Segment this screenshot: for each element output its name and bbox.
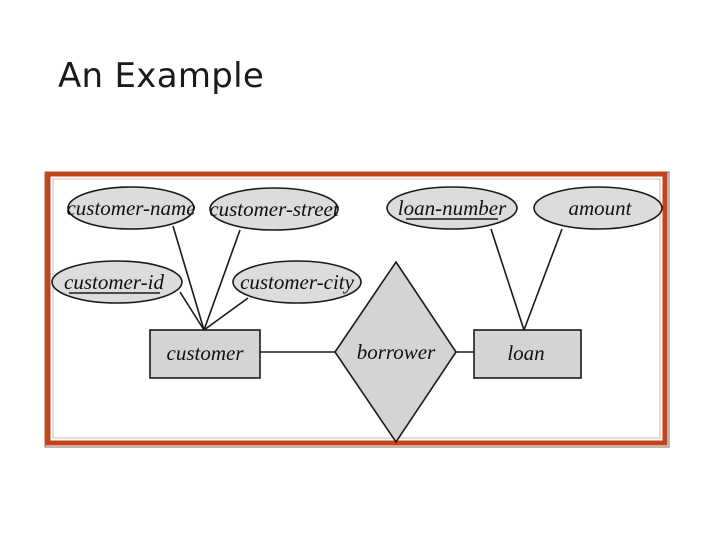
attribute-label: amount [569, 196, 633, 220]
attribute-loan-number: loan-number [386, 186, 518, 230]
attribute-customer-name: customer-name [66, 186, 196, 230]
line-amount [523, 228, 563, 331]
attribute-label: customer-name [66, 196, 195, 220]
attribute-label: loan-number [398, 196, 507, 220]
line-loan-number [490, 228, 525, 331]
entity-label: loan [507, 341, 544, 365]
line-customer-street [203, 229, 241, 331]
attribute-customer-city: customer-city [232, 260, 362, 304]
relationship-borrower: borrower [334, 260, 457, 444]
slide-title: An Example [58, 56, 265, 96]
relationship-label: borrower [357, 340, 436, 364]
attribute-label: customer-street [209, 197, 340, 221]
attribute-customer-street: customer-street [209, 187, 340, 231]
attribute-label: customer-id [64, 270, 164, 294]
connector-lines [172, 225, 563, 353]
attribute-customer-id: customer-id [51, 260, 183, 304]
entity-customer: customer [149, 329, 261, 379]
line-customer-id [179, 291, 205, 331]
attribute-label: customer-city [240, 270, 355, 294]
line-customer-city [203, 297, 249, 331]
entity-label: customer [167, 341, 245, 365]
attribute-amount: amount [533, 186, 663, 230]
line-customer-name [172, 225, 205, 331]
entity-loan: loan [473, 329, 582, 379]
